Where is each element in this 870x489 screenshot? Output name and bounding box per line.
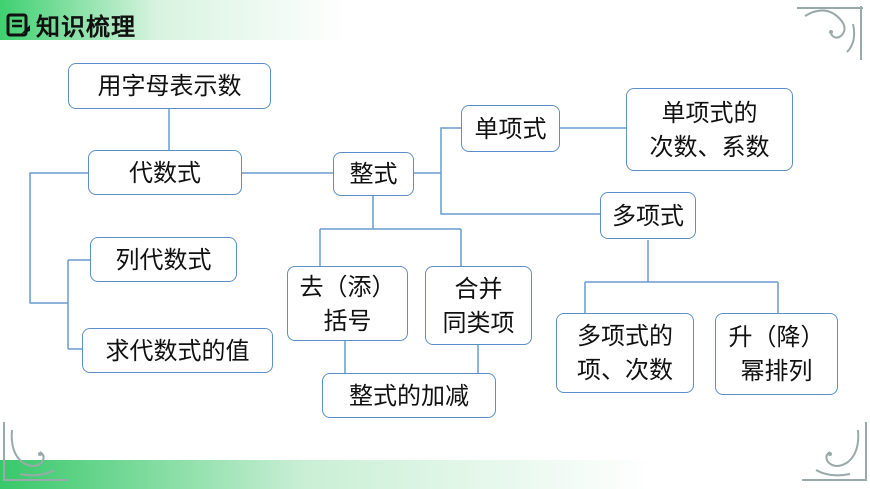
node-monomial-degree-coefficient: 单项式的 次数、系数: [626, 88, 793, 171]
line-left-branch-items: [67, 259, 90, 350]
corner-ornament-top-right: [797, 6, 863, 60]
line-to-add-subtract: [344, 341, 479, 373]
node-polynomial: 多项式: [600, 192, 696, 239]
line-integral-branch: [414, 127, 600, 215]
node-represent-with-letters: 用字母表示数: [68, 63, 271, 109]
section-title-text: 知识梳理: [36, 13, 136, 41]
node-ascending-descending: 升（降） 幂排列: [715, 313, 838, 395]
corner-ornament-bottom-right: [802, 422, 867, 481]
line-algebraic-left-branch: [29, 172, 88, 304]
node-combine-like-terms: 合并 同类项: [425, 266, 532, 345]
node-polynomial-terms-degree: 多项式的 项、次数: [556, 313, 694, 393]
corner-ornament-bottom-left: [3, 422, 68, 481]
node-integral-expression: 整式: [333, 152, 414, 196]
node-algebraic-expression: 代数式: [88, 150, 242, 195]
section-title: 知识梳理: [6, 7, 136, 42]
node-write-algebraic: 列代数式: [90, 237, 237, 282]
footer-bar: [0, 460, 870, 489]
node-remove-add-brackets: 去（添） 括号: [287, 266, 408, 341]
header-bar: [0, 0, 870, 40]
line-integral-down: [319, 196, 462, 266]
node-evaluate-algebraic: 求代数式的值: [82, 328, 273, 373]
node-monomial: 单项式: [461, 105, 560, 152]
book-icon: [6, 13, 30, 36]
line-polynomial-down: [584, 240, 779, 313]
node-add-subtract: 整式的加减: [322, 373, 496, 418]
